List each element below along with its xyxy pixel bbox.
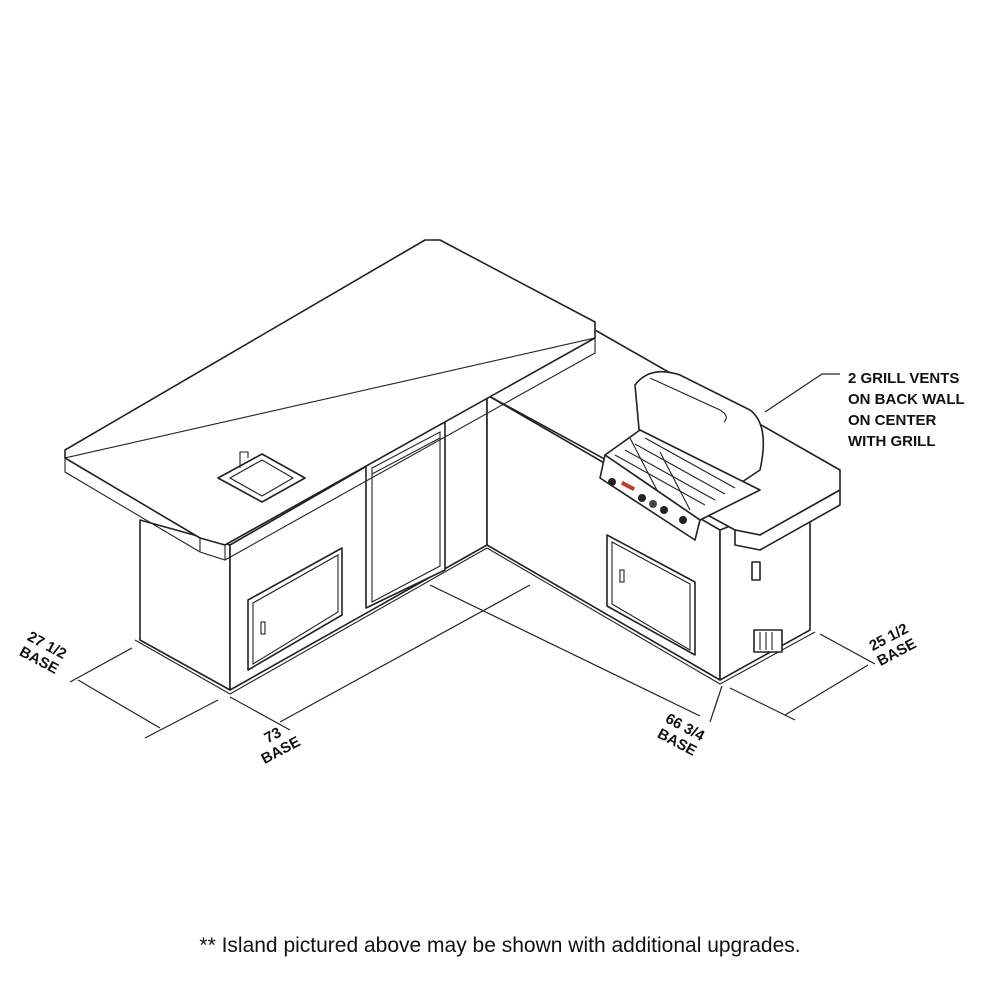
right-access-door: [606, 534, 696, 656]
callout-line: ON BACK WALL: [848, 391, 965, 408]
sink: [217, 451, 306, 503]
base-vent-icon: [753, 629, 783, 653]
door-handle-icon: [260, 621, 266, 635]
faucet-icon: [239, 451, 249, 468]
left-countertop: [64, 239, 596, 561]
callout-leader: [764, 373, 840, 413]
callout-line: ON CENTER: [848, 412, 937, 429]
caption: ** Island pictured above may be shown wi…: [199, 934, 801, 957]
door-handle-icon: [619, 569, 625, 583]
grill-vents-callout: 2 GRILL VENTS ON BACK WALL ON CENTER WIT…: [848, 368, 965, 452]
dimension-lines: [69, 584, 876, 739]
grill: [599, 370, 765, 541]
callout-line: 2 GRILL VENTS: [848, 370, 960, 387]
left-access-door: [247, 547, 343, 671]
vent-icon: [751, 561, 761, 581]
callout-line: WITH GRILL: [848, 433, 936, 450]
